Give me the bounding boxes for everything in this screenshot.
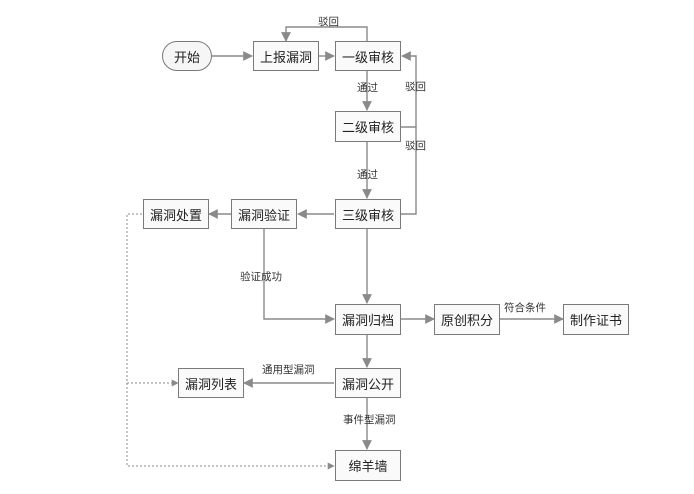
edge-review3-reject [400, 127, 417, 215]
label-pass1: 通过 [357, 82, 378, 94]
node-cert: 制作证书 [563, 304, 629, 335]
node-points: 原创积分 [434, 304, 500, 335]
label-pass2: 通过 [357, 169, 378, 181]
node-review3: 三级审核 [335, 199, 401, 229]
node-sheep: 绵羊墙 [335, 450, 401, 481]
label-reject-top: 驳回 [318, 16, 339, 28]
node-list: 漏洞列表 [178, 368, 244, 398]
label-event: 事件型漏洞 [343, 414, 396, 426]
label-reject-right1: 驳回 [405, 81, 426, 93]
node-handle: 漏洞处置 [143, 199, 209, 229]
node-publish: 漏洞公开 [335, 368, 401, 398]
edge-review2-reject [400, 51, 417, 128]
node-verify: 漏洞验证 [231, 199, 297, 229]
node-review1: 一级审核 [335, 41, 401, 71]
label-qualified: 符合条件 [504, 302, 546, 314]
label-general: 通用型漏洞 [262, 364, 315, 376]
node-start: 开始 [162, 41, 212, 71]
node-report: 上报漏洞 [253, 41, 319, 71]
label-reject-right2: 驳回 [405, 140, 426, 152]
edge-verify-archive [263, 229, 335, 324]
edge-handle-dotted-trunk [126, 213, 335, 470]
node-review2: 二级审核 [335, 111, 401, 142]
label-verify-ok: 验证成功 [240, 271, 282, 283]
node-archive: 漏洞归档 [335, 304, 401, 335]
edge-review1-reject [281, 26, 368, 42]
